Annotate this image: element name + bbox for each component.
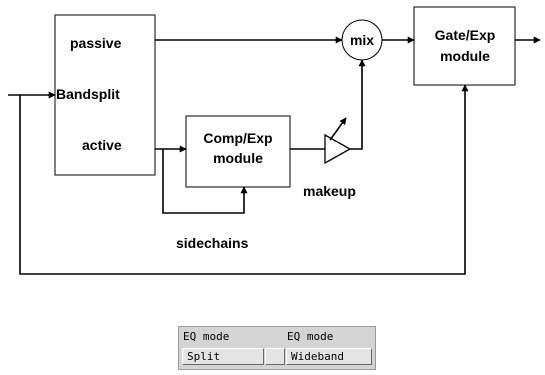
gate-sidechain-arrow bbox=[19, 84, 469, 275]
makeup-to-mix-arrow bbox=[350, 59, 366, 150]
split-button[interactable]: Split bbox=[182, 348, 264, 365]
bandsplit-box bbox=[54, 14, 156, 176]
eq-mode-label-right: EQ mode bbox=[287, 330, 334, 343]
gate-exp-label-line2: module bbox=[440, 48, 490, 64]
eq-mode-middle-button[interactable] bbox=[265, 348, 285, 365]
wideband-button[interactable]: Wideband bbox=[286, 348, 372, 365]
makeup-amp-icon bbox=[324, 133, 352, 165]
eq-mode-label-left: EQ mode bbox=[183, 330, 230, 343]
comp-exp-label-line1: Comp/Exp bbox=[203, 130, 272, 146]
gate-exp-module-box bbox=[413, 6, 516, 86]
eq-mode-panel: EQ mode EQ mode Split Wideband bbox=[178, 326, 376, 370]
sidechains-label: sidechains bbox=[176, 235, 249, 251]
passive-label: passive bbox=[70, 35, 122, 51]
comp-exp-module-box bbox=[185, 115, 291, 188]
comp-sidechain-arrow bbox=[162, 149, 248, 214]
gate-exp-label-line1: Gate/Exp bbox=[435, 27, 496, 43]
active-label: active bbox=[82, 137, 122, 153]
mix-label: mix bbox=[350, 32, 374, 48]
makeup-label: makeup bbox=[303, 183, 356, 199]
makeup-gain-arrow bbox=[329, 117, 347, 141]
bandsplit-label: Bandsplit bbox=[56, 86, 120, 102]
comp-exp-label-line2: module bbox=[213, 150, 263, 166]
